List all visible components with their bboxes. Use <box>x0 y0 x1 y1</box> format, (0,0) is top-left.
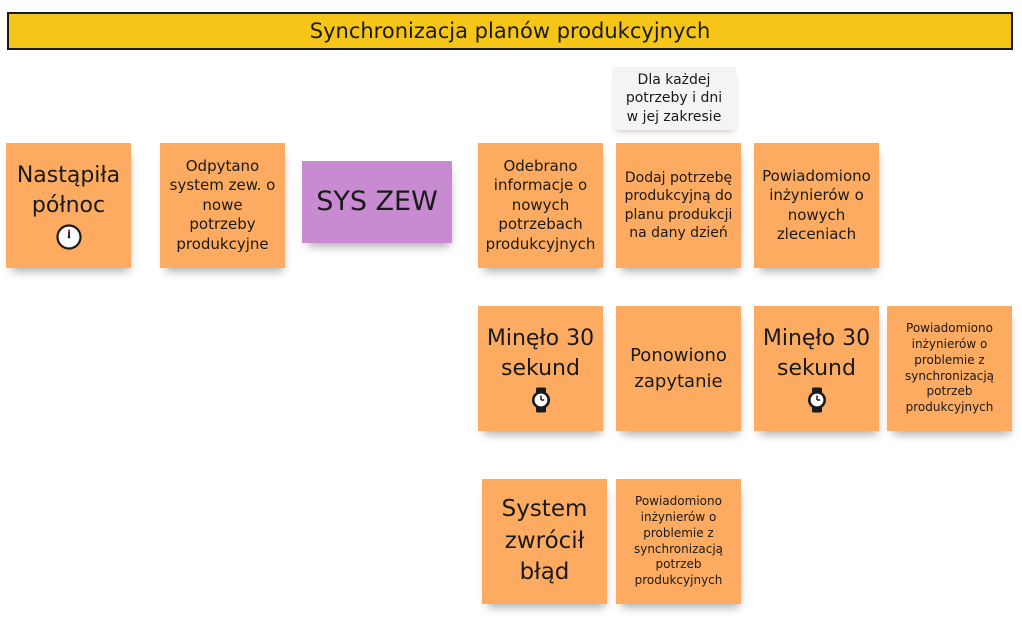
note-text: Powiadomiono inżynierów o nowych zleceni… <box>762 166 871 244</box>
note-text: Dodaj potrzebę produkcyjną do planu prod… <box>624 170 733 241</box>
note-text: System zwrócił błąd <box>501 495 588 586</box>
external-system-note[interactable]: SYS ZEW <box>302 161 452 243</box>
note-text: Minęło 30 sekund <box>486 326 595 381</box>
event-note-system-error[interactable]: System zwrócił błąd <box>482 479 607 604</box>
note-text: Odpytano system zew. o nowe potrzeby pro… <box>169 156 276 253</box>
note-text: Minęło 30 sekund <box>762 326 871 381</box>
comment-note-each-need[interactable]: Dla każdej potrzeby i dni w jej zakresie <box>612 67 736 130</box>
command-note-add-need[interactable]: Dodaj potrzebę produkcyjną do planu prod… <box>616 143 741 268</box>
event-note-query-external-system[interactable]: Odpytano system zew. o nowe potrzeby pro… <box>160 143 285 268</box>
wall-clock-icon <box>55 223 82 250</box>
event-note-elapsed-30s-second[interactable]: Minęło 30 sekund <box>754 306 879 431</box>
note-text: Nastąpiła północ <box>16 163 121 218</box>
event-note-notify-new-orders[interactable]: Powiadomiono inżynierów o nowych zleceni… <box>754 143 879 268</box>
note-text: SYS ZEW <box>316 185 438 217</box>
note-text: Odebrano informacje o nowych potrzebach … <box>485 156 596 253</box>
note-text: Powiadomiono inżynierów o problemie z sy… <box>904 321 995 415</box>
note-text: Ponowiono zapytanie <box>630 345 727 392</box>
event-note-elapsed-30s-first[interactable]: Minęło 30 sekund <box>478 306 603 431</box>
event-note-notify-sync-problem-second[interactable]: Powiadomiono inżynierów o problemie z sy… <box>616 479 741 604</box>
event-note-retried-query[interactable]: Ponowiono zapytanie <box>616 306 741 431</box>
board-title: Synchronizacja planów produkcyjnych <box>7 12 1013 50</box>
event-note-received-info[interactable]: Odebrano informacje o nowych potrzebach … <box>478 143 603 268</box>
note-text: Dla każdej potrzeby i dni w jej zakresie <box>625 72 723 125</box>
watch-icon <box>807 387 826 413</box>
note-text: Powiadomiono inżynierów o problemie z sy… <box>633 494 724 588</box>
event-note-midnight[interactable]: Nastąpiła północ <box>6 143 131 268</box>
watch-icon <box>531 387 550 413</box>
event-note-notify-sync-problem-first[interactable]: Powiadomiono inżynierów o problemie z sy… <box>887 306 1012 431</box>
